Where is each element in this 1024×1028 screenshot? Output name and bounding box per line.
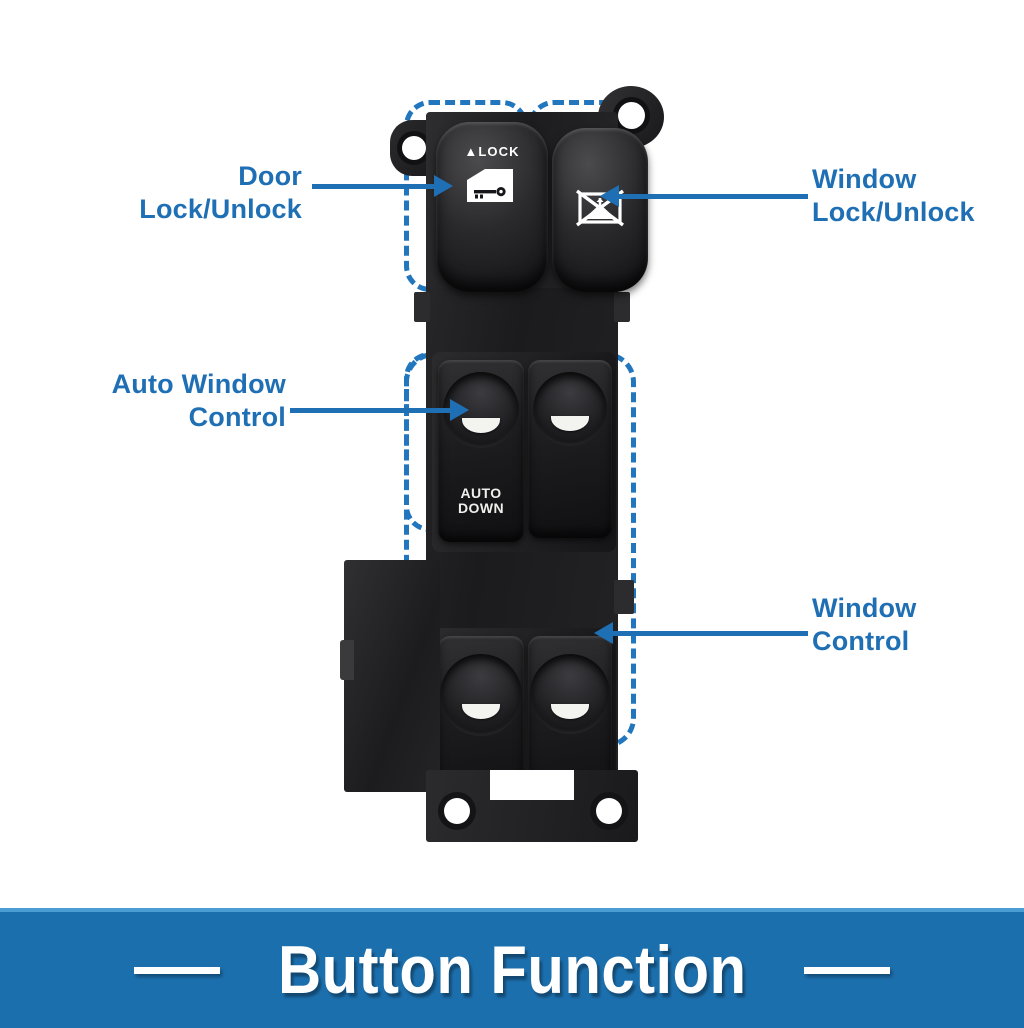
rocker-indicator-icon [551,416,589,431]
callout-label-door-lock: Door Lock/Unlock [139,161,302,224]
window-lock-button[interactable] [552,128,648,292]
rocker-well [530,654,610,734]
arrowhead-auto-window [450,399,469,421]
mounting-hole-bottom-right [596,798,622,824]
rocker-indicator-icon [462,418,500,433]
wiring-connector-block [344,560,440,792]
mounting-hole-top-right [618,102,645,129]
rocker-indicator-icon [551,704,589,719]
door-lock-button[interactable]: ▲LOCK [436,122,548,292]
lock-text: LOCK [478,144,520,159]
arrowhead-window-control [594,622,613,644]
door-with-key-icon [467,169,513,202]
side-lug-right-lower [614,580,634,614]
banner-rule-right [804,966,891,974]
leader-line-auto-window [290,408,458,413]
leader-line-window-lock [618,194,808,199]
arrowhead-door-lock [434,175,453,197]
auto-down-label: AUTO DOWN [458,484,504,516]
banner-rule-left [133,966,220,974]
side-lug-left-upper [414,292,430,322]
rocker-well [533,372,607,446]
power-window-master-switch: ▲LOCK [340,80,664,860]
banner-title: Button Function [277,932,747,1008]
rocker-well [440,654,522,736]
front-window-switch-group: AUTO DOWN [432,352,616,552]
side-lug-right-upper [614,292,630,322]
mounting-hole-bottom-left [444,798,470,824]
callout-label-window-control: Window Control [812,593,917,656]
callout-label-window-lock: Window Lock/Unlock [812,164,975,227]
mounting-hole-top-left [402,136,426,160]
connector-side-tab [340,640,354,680]
bottom-banner: Button Function [0,908,1024,1028]
lock-arrow-icon: ▲ [464,144,479,159]
front-right-rocker[interactable] [528,360,612,538]
door-lock-label: ▲LOCK [436,144,548,159]
arrowhead-window-lock [600,185,619,207]
leader-line-door-lock [312,184,442,189]
front-left-auto-rocker[interactable]: AUTO DOWN [438,360,524,542]
rocker-indicator-icon [462,704,500,719]
callout-label-auto-window: Auto Window Control [111,369,286,432]
bottom-plate-notch [490,770,574,800]
leader-line-window-control [612,631,808,636]
